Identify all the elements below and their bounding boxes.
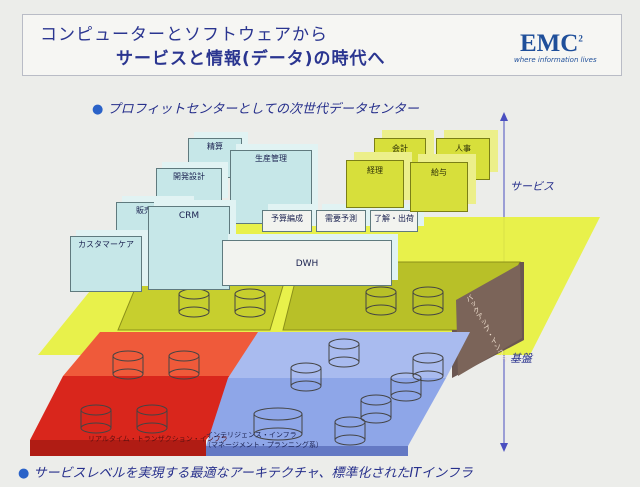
blue-block-top bbox=[228, 332, 470, 378]
box-customer-care: カスタマーケア bbox=[70, 236, 142, 292]
footer: ● サービスレベルを実現する最適なアーキテクチャ、標準化されたITインフラ bbox=[18, 462, 473, 481]
label-intelligence-infra: インテリジェンス・インフラ bbox=[206, 431, 297, 439]
title-line-2: サービスと情報(データ)の時代へ bbox=[116, 49, 386, 69]
subtitle-text: プロフィットセンターとしての次世代データセンター bbox=[107, 102, 419, 117]
red-block-side bbox=[30, 440, 206, 456]
label-service: サービス bbox=[510, 180, 554, 193]
box-dwh: DWH bbox=[222, 240, 392, 286]
label-foundation: 基盤 bbox=[510, 352, 532, 365]
title-box bbox=[22, 14, 622, 76]
cylinders bbox=[80, 286, 444, 446]
subtitle: ● プロフィットセンターとしての次世代データセンター bbox=[92, 98, 419, 117]
red-block-top bbox=[63, 332, 270, 376]
logo-text: EMC bbox=[520, 30, 579, 57]
box-keiri: 経理 bbox=[346, 160, 404, 208]
label-intelligence-infra-sub: （マネージメント・プランニング系） bbox=[204, 441, 323, 449]
box-kaihatsu-sekkei: 開発設計 bbox=[156, 168, 222, 204]
emc-logo: EMC2 bbox=[520, 30, 583, 58]
box-ryokai-shukka: 了解・出荷 bbox=[370, 210, 418, 232]
footer-text: サービスレベルを実現する最適なアーキテクチャ、標準化されたITインフラ bbox=[33, 466, 473, 481]
blue-block-side bbox=[206, 446, 408, 456]
box-yosan-hensei: 予算編成 bbox=[262, 210, 312, 232]
arrow-head-top bbox=[500, 112, 508, 121]
title-line-1: コンピューターとソフトウェアから bbox=[40, 25, 328, 45]
logo-tagline: where information lives bbox=[514, 56, 597, 64]
bullet-icon: ● bbox=[92, 102, 104, 117]
box-juyo-yosoku: 需要予測 bbox=[316, 210, 366, 232]
backup-panel-face bbox=[456, 264, 522, 376]
bullet-icon: ● bbox=[18, 466, 30, 481]
box-crm: CRM bbox=[148, 206, 230, 290]
logo-superscript: 2 bbox=[578, 33, 583, 44]
label-realtime-infra: リアルタイム・トランザクション・インフラ bbox=[88, 435, 228, 443]
arrow-head-bottom bbox=[500, 443, 508, 452]
box-kyuyo: 給与 bbox=[410, 162, 468, 212]
